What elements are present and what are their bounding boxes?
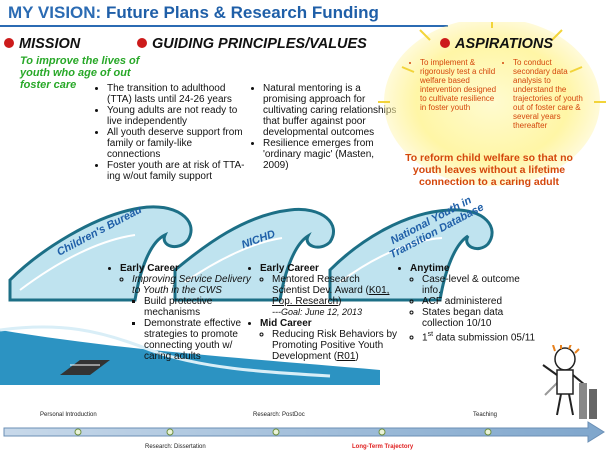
mission-heading: MISSION: [4, 36, 80, 52]
wave-2-foam: [184, 237, 283, 283]
nichd-item-r01-close: ): [355, 351, 359, 362]
principles-heading: GUIDING PRINCIPLES/VALUES: [137, 36, 367, 52]
sun-glow: [384, 22, 600, 186]
nytd-item: States began data collection 10/10: [422, 307, 540, 329]
person-illustration: [542, 345, 597, 419]
nichd-item-r01-link: R01: [337, 351, 356, 362]
timeline-label-trajectory: Long-Term Trajectory: [352, 444, 414, 450]
timeline-graphic: [3, 421, 605, 443]
principle-item: Resilience emerges from 'ordinary magic'…: [263, 138, 400, 171]
principles-heading-text: GUIDING PRINCIPLES/VALUES: [152, 36, 367, 52]
nytd-item: ACF administered: [422, 296, 540, 307]
aspirations-heading: ASPIRATIONS: [440, 36, 553, 52]
pillar: [589, 389, 597, 419]
cb-head: Early Career: [120, 263, 179, 274]
aspirations-heading-text: ASPIRATIONS: [455, 36, 554, 52]
pillar: [579, 383, 587, 419]
person-head: [554, 347, 576, 371]
nichd-column: Early Career Mentored Research Scientist…: [250, 263, 400, 362]
principle-item: Natural mentoring is a promising approac…: [263, 83, 400, 138]
nichd-item-k01: Mentored Research Scientist Dev. Award (…: [272, 274, 400, 307]
nytd-item: 1st data submission 05/11: [422, 329, 540, 343]
nichd-item-r01: Reducing Risk Behaviors by Promoting Pos…: [272, 329, 400, 362]
person-leg: [568, 393, 574, 416]
nichd-goal: ---Goal: June 12, 2013: [272, 307, 363, 317]
nichd-head-mid: Mid Career: [260, 318, 312, 329]
timeline-label-postdoc: Research: PostDoc: [253, 412, 305, 418]
cb-subitem: Demonstrate effective strategies to prom…: [144, 318, 258, 362]
nytd-head: Anytime: [410, 263, 450, 274]
principle-item: Young adults are not ready to live indep…: [107, 105, 248, 127]
nytd-column: Anytime Case-level & outcome info. ACF a…: [400, 263, 540, 343]
title-sub: Future Plans & Research Funding: [105, 3, 379, 22]
title-underline: [0, 25, 448, 27]
cb-column: Early Career Improving Service Delivery …: [110, 263, 258, 362]
principles-col1: The transition to adulthood (TTA) lasts …: [96, 83, 248, 182]
timeline-marker: [272, 428, 280, 436]
timeline-markers: [74, 428, 492, 436]
nichd-item-r01-text: Reducing Risk Behaviors by Promoting Pos…: [272, 329, 398, 362]
bridge-ramp: [60, 360, 110, 375]
person-leg: [556, 393, 562, 416]
wave-3: [328, 208, 494, 302]
red-bullet-icon: [4, 38, 14, 48]
nichd-head-early: Early Career: [260, 263, 319, 274]
nytd-last-sup: st: [427, 331, 434, 338]
timeline-marker: [378, 428, 386, 436]
timeline-label-dissertation: Research: Dissertation: [145, 444, 206, 450]
principle-item: All youth deserve support from family or…: [107, 127, 248, 160]
principles-col2: Natural mentoring is a promising approac…: [252, 83, 400, 171]
wave-3-foam: [339, 237, 443, 283]
mission-heading-text: MISSION: [19, 36, 81, 52]
nytd-last-pre: 1: [422, 332, 428, 344]
timeline-marker: [484, 428, 492, 436]
aspiration-left: To implement & rigorously test a child w…: [411, 58, 497, 112]
aspiration-goal: To reform child welfare so that no youth…: [405, 152, 573, 188]
page-title: MY VISION: Future Plans & Research Fundi…: [8, 3, 379, 23]
wave-2: [173, 207, 335, 302]
timeline-marker: [166, 428, 174, 436]
shore-foam: [0, 325, 331, 378]
waves-graphic: [0, 205, 561, 396]
cb-subitem: Build protective mechanisms: [144, 296, 258, 318]
nichd-item-k01-text: Mentored Research Scientist Dev. Award (: [272, 274, 369, 296]
sun-graphic: [378, 22, 606, 186]
nichd-item-k01-close: ): [338, 296, 342, 307]
wave-1: [8, 205, 193, 302]
aspiration-right-text: To conduct secondary data analysis to un…: [513, 58, 586, 130]
timeline-marker: [74, 428, 82, 436]
nytd-last-post: data submission 05/11: [433, 332, 536, 344]
person-body: [556, 369, 574, 395]
person-arm: [542, 364, 558, 376]
cb-item: Improving Service Delivery to Youth in t…: [132, 274, 258, 296]
timeline-arrow: [3, 421, 605, 443]
principle-item: The transition to adulthood (TTA) lasts …: [107, 83, 248, 105]
sun-rays: [378, 22, 606, 103]
timeline-label-teaching: Teaching: [473, 412, 498, 418]
title-main: MY VISION:: [8, 3, 106, 22]
nytd-item: Case-level & outcome info.: [422, 274, 540, 296]
nichd-item-k01-link: K01, Pop. Research: [272, 285, 390, 307]
mission-text: To improve the lives of youth who age of…: [20, 55, 140, 91]
red-bullet-icon: [440, 38, 450, 48]
timeline-label-personal: Personal Introduction: [40, 412, 97, 418]
principle-item: Foster youth are at risk of TTA-ing w/ou…: [107, 160, 248, 182]
aspiration-left-text: To implement & rigorously test a child w…: [420, 58, 497, 112]
red-bullet-icon: [137, 38, 147, 48]
aspiration-right: To conduct secondary data analysis to un…: [504, 58, 586, 130]
wave-1-foam: [19, 234, 136, 291]
person-hair: [552, 345, 580, 354]
